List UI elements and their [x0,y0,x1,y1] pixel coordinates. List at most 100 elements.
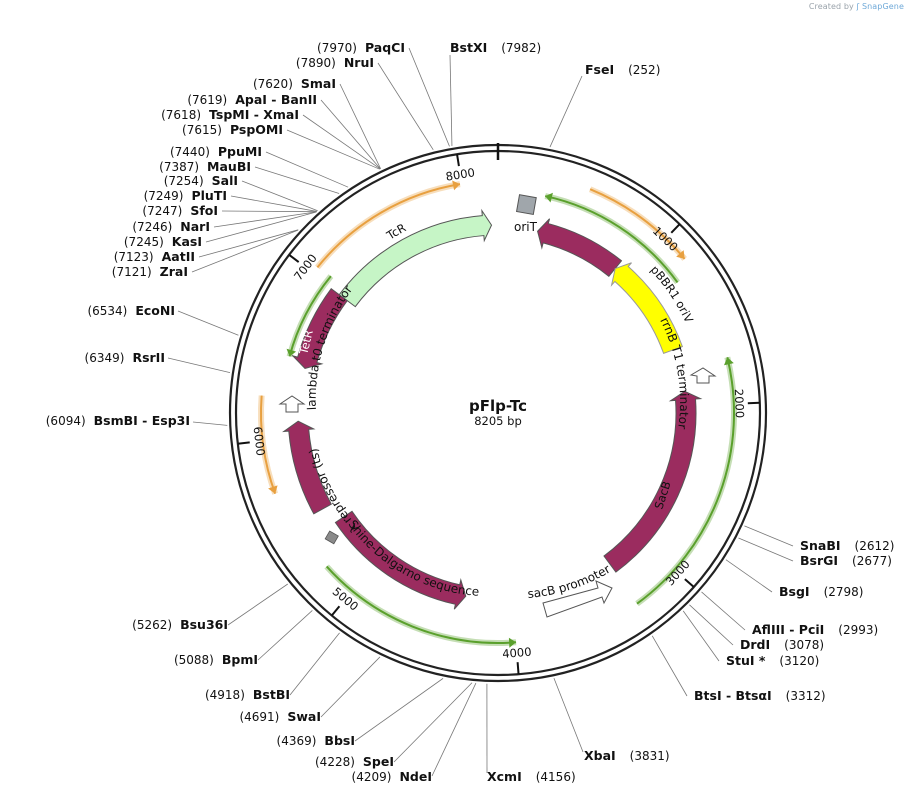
site-position: (3312) [786,689,826,703]
site-leader-line [302,114,381,170]
orf-arc [636,357,735,605]
sacB-arrow [603,390,703,573]
site-name: BsmBI - Esp3I [94,413,190,428]
site-leader-line [449,54,453,146]
site-leader-line [213,211,317,228]
lambda-repressor-arrow [282,420,332,515]
site-position: (7246) [132,220,172,234]
site-leader-line [205,211,317,243]
site-position: (6349) [85,351,125,365]
site-position: (2677) [852,554,892,568]
snapgene-logo-icon: ʃ [856,2,860,11]
site-leader-line [221,210,317,213]
restriction-site-label: BstBI (4918) [205,687,290,702]
site-name: SpeI [363,754,394,769]
site-leader-line [744,525,794,547]
watermark-created-by: Created by [808,2,854,11]
site-position: (4918) [205,688,245,702]
site-leader-line [354,678,444,742]
restriction-site-label: PpuMI(7440) [170,144,262,159]
site-position: (5088) [174,653,214,667]
site-leader-line [177,310,239,336]
tick-label: 7000 [291,251,320,283]
feature-label-flp: FLP [397,590,421,611]
restriction-site-label: EcoNI(6534) [87,303,175,318]
site-name: NruI [344,55,374,70]
restriction-site-label: BbsI(4369) [277,733,355,748]
tick-mark [456,154,460,167]
tick-label: 8000 [445,165,476,183]
site-leader-line [320,656,381,718]
tick-mark [331,605,341,617]
tick-label: 4000 [502,645,532,661]
site-leader-line [192,421,228,426]
restriction-site-label: NdeI(4209) [352,769,432,784]
restriction-site-label: SmaI(7620) [253,76,336,91]
site-leader-line [286,129,380,170]
site-name: SmaI [301,76,336,91]
site-name: PluTI [191,188,227,203]
plasmid-size: 8205 bp [474,414,522,428]
restriction-site-label: Bsu36I(5262) [132,617,228,632]
site-position: (7387) [159,160,199,174]
site-leader-line [167,357,231,374]
site-name: BstBI [253,687,290,702]
site-leader-line [254,166,340,194]
site-name: MauBI [207,159,251,174]
site-name: BbsI [324,733,355,748]
site-leader-line [408,47,450,147]
site-position: (252) [628,63,660,77]
feature-label-tetr: TetR [296,328,316,356]
site-position: (2993) [838,623,878,637]
site-position: (5262) [132,618,172,632]
site-name: XcmI [487,769,522,784]
site-name: FseI [585,62,614,77]
site-name: PaqCI [365,40,405,55]
restriction-site-label: FseI (252) [585,62,660,77]
site-position: (7440) [170,145,210,159]
lambda-t0-terminator-marker [278,395,306,413]
restriction-site-label: BsgI(2798) [779,584,863,599]
pbbr1-rep-arrow [537,218,623,278]
site-name: NarI [180,219,210,234]
restriction-site-label: PspOMI(7615) [182,122,283,137]
tick-mark [684,578,695,588]
site-leader-line [198,229,299,258]
site-position: (4691) [239,710,279,724]
flp-arrow [334,510,467,610]
restriction-site-label: NruI(7890) [296,55,374,70]
site-leader-line [689,604,734,646]
plasmid-name: pFlp-Tc [469,397,527,415]
tick-label: 2000 [732,389,747,419]
orf-arrowhead [452,180,460,191]
restriction-site-label: XbaI(3831) [584,748,670,763]
restriction-site-label: KasI (7245) [124,234,202,249]
site-leader-line [377,62,434,151]
site-leader-line [265,151,349,188]
site-name: BpmI [222,652,258,667]
restriction-site-label: BsrGI(2677) [800,553,892,568]
restriction-site-label: MauBI (7387) [159,159,251,174]
restriction-site-label: SwaI(4691) [239,709,321,724]
site-position: (7245) [124,235,164,249]
restriction-site-label: StuI *(3120) [726,653,819,668]
restriction-site-label: AflIII - PciI(2993) [752,622,878,637]
site-name: KasI [172,234,202,249]
site-leader-line [738,537,794,562]
restriction-site-label: RsrII(6349) [85,350,165,365]
site-position: (7982) [501,41,541,55]
site-leader-line [701,591,746,631]
site-leader-line [227,583,288,626]
orf-arc [545,195,679,283]
site-name: EcoNI [135,303,175,318]
restriction-site-label: SnaBI(2612) [800,538,894,553]
site-name: BsgI [779,584,810,599]
site-name: DrdI [740,637,770,652]
orf-arrowhead [545,192,553,203]
sacB-promoter-arrow [542,580,613,618]
site-name: ApaI - BanII [235,92,317,107]
site-position: (7619) [187,93,227,107]
site-position: (3120) [779,654,819,668]
site-leader-line [725,559,773,593]
